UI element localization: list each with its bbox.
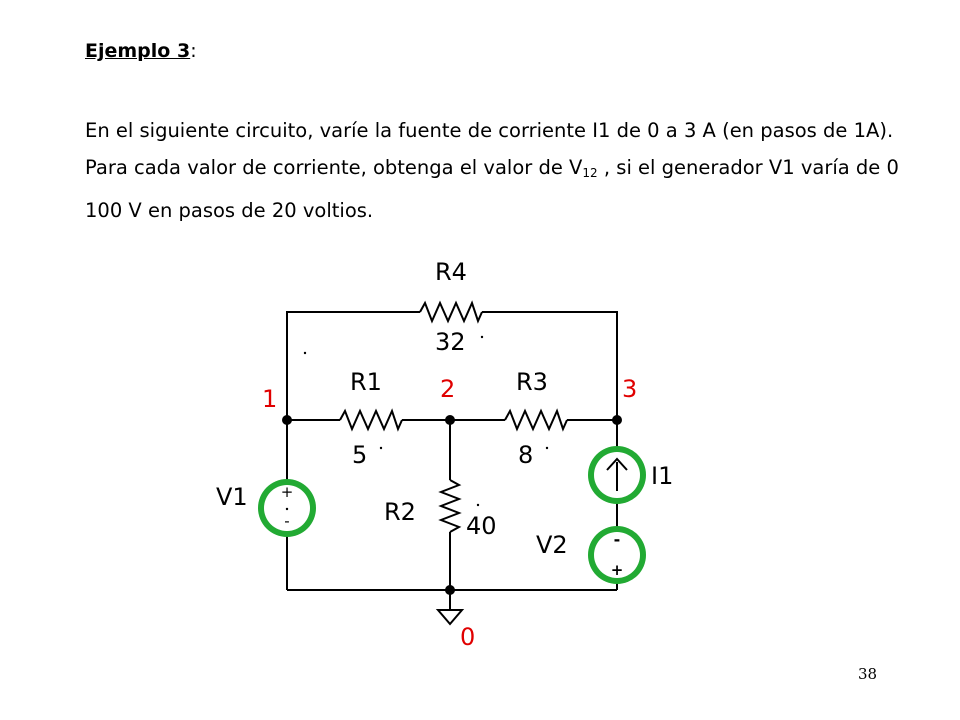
r4-value: 32: [435, 328, 466, 356]
resistor-r2: [438, 479, 462, 533]
v1-plus: +: [281, 483, 294, 501]
r2-name: R2: [384, 498, 416, 526]
r4-name: R4: [435, 258, 467, 286]
resistor-r1: [339, 408, 403, 432]
node-dot-0: [445, 585, 455, 595]
v2-minus: -: [614, 530, 621, 549]
title-colon: :: [190, 40, 197, 62]
r3-name: R3: [516, 368, 548, 396]
ground-icon: [435, 609, 465, 626]
node-label-3: 3: [622, 375, 637, 403]
wires: [286, 300, 618, 610]
v2-plus: +: [611, 561, 624, 579]
voltage-source-v2: - +: [588, 526, 646, 584]
wire-right-top: [482, 311, 618, 420]
resistor-r4: [419, 300, 483, 324]
v2-name: V2: [536, 531, 568, 559]
r1-value: 5: [352, 441, 367, 469]
r3-value: 8: [518, 441, 533, 469]
problem-statement: En el siguiente circuito, varíe la fuent…: [85, 112, 915, 229]
r2-value: 40: [466, 512, 497, 540]
statement-part1: En el siguiente circuito, varíe la fuent…: [85, 119, 894, 179]
wire-left-top: [286, 311, 420, 420]
node-dot-2: [445, 415, 455, 425]
v1-name: V1: [216, 483, 248, 511]
node-label-2: 2: [440, 375, 455, 403]
r1-name: R1: [350, 368, 382, 396]
current-source-i1: [588, 446, 646, 504]
example-title: Ejemplo 3:: [85, 40, 197, 62]
i1-name: I1: [651, 462, 673, 490]
v2-inner: [594, 532, 640, 578]
arrow-up-icon: [606, 457, 628, 471]
page-number: 38: [858, 665, 878, 683]
node-label-0: 0: [460, 623, 475, 651]
resistor-r3: [504, 408, 568, 432]
node-dot-1: [282, 415, 292, 425]
v1-minus: -: [284, 512, 289, 530]
node-label-1: 1: [262, 385, 277, 413]
node-dot-3: [612, 415, 622, 425]
example-heading: Ejemplo 3: [85, 40, 191, 62]
schematic-dots: [285, 335, 549, 511]
statement-part2: , si el generador V1 varía de 0 100 V en…: [85, 156, 899, 222]
v12-subscript: 12: [582, 166, 598, 180]
